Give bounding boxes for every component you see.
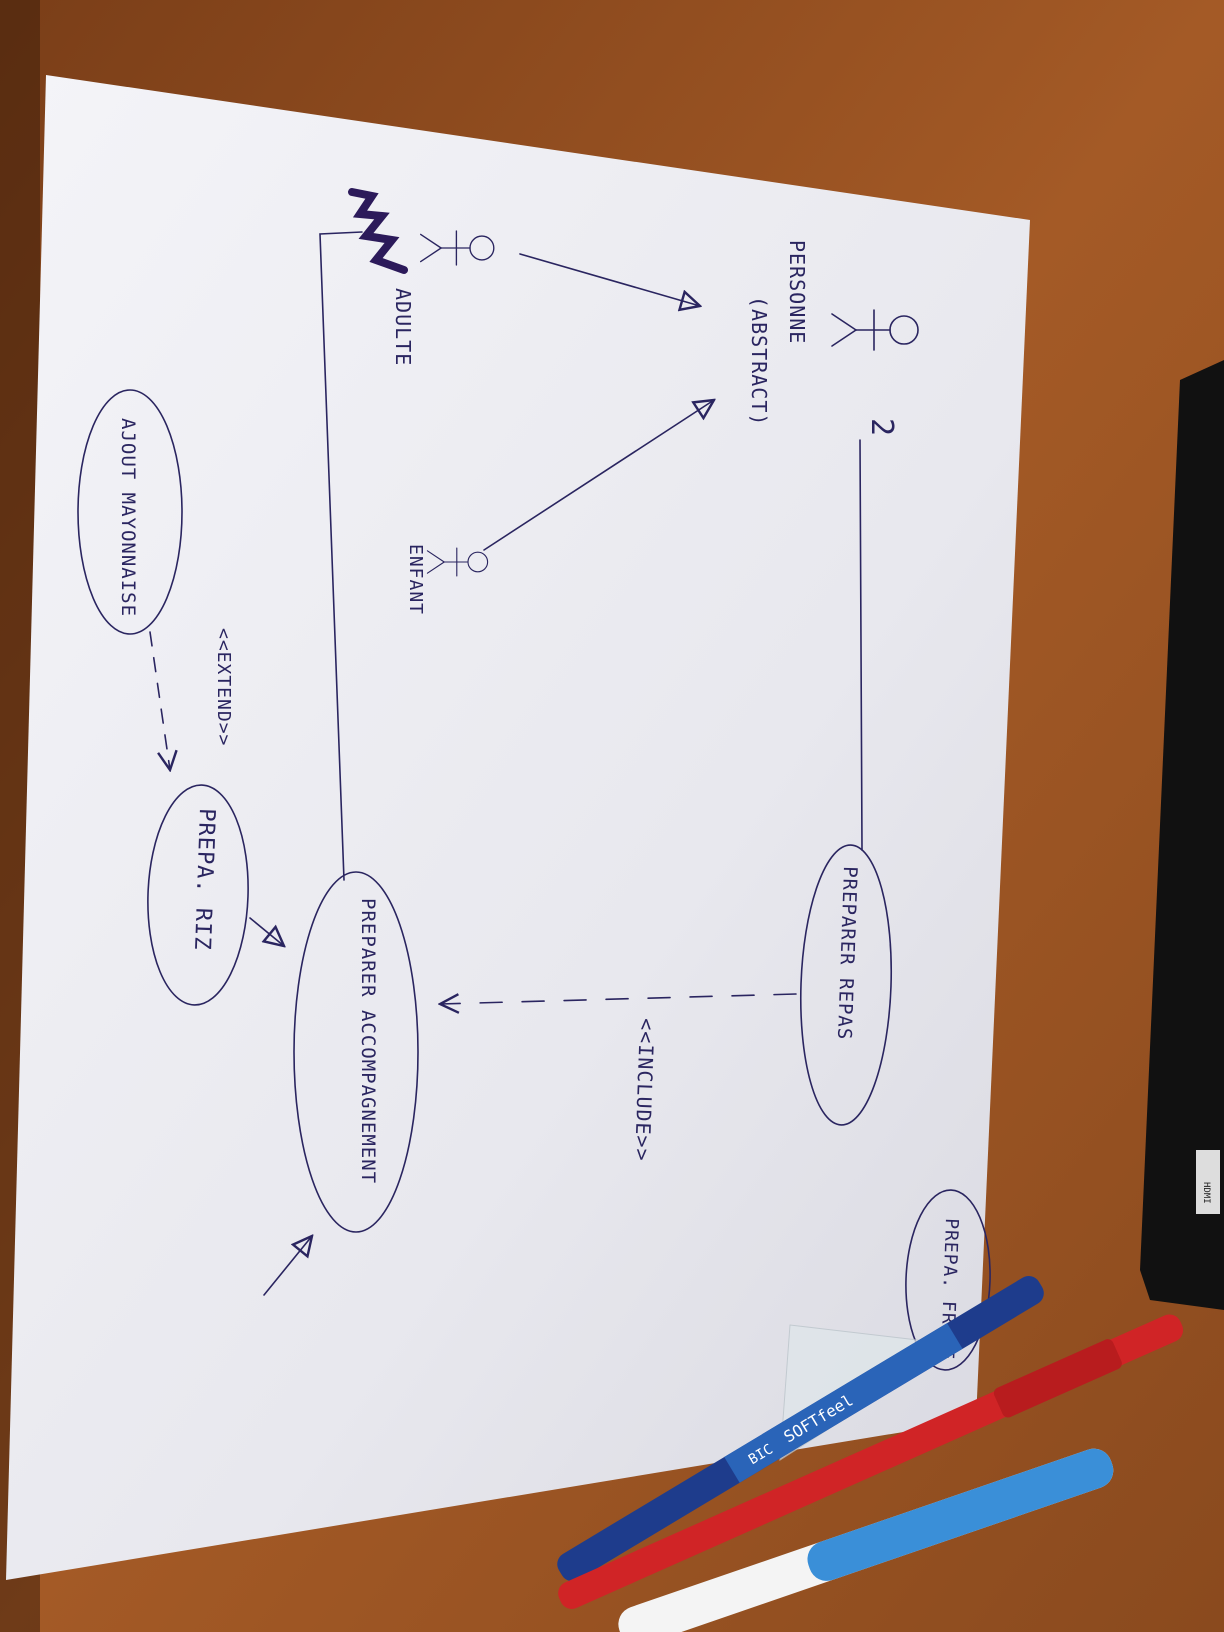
actor-enfant-label: ENFANT <box>405 544 426 615</box>
generalization-enfant-personne <box>483 400 714 551</box>
include-arrow <box>440 994 797 1004</box>
actor-adulte-label: ADULTE <box>391 288 415 366</box>
actor-personne-abstract-label: (ABSTRACT) <box>747 296 771 426</box>
generalization-riz-accompagnement <box>249 917 284 946</box>
laptop-edge: HDMI <box>1140 360 1224 1310</box>
usecase-prepa-riz-shape <box>147 784 249 1006</box>
generalization-frite-accompagnement <box>263 1236 312 1296</box>
association-personne-repas <box>859 439 863 851</box>
stereotype-extend-label: <<EXTEND>> <box>213 628 234 746</box>
stereotype-include-label: <<INCLUDE>> <box>630 1018 659 1162</box>
association-adulte-accompagnement <box>319 231 363 881</box>
usecase-prepa-frite-shape <box>905 1189 991 1371</box>
usecase-preparer-repas-shape <box>799 844 893 1126</box>
pens: BIC SOFTfeel <box>557 1276 1184 1632</box>
actor-enfant <box>426 547 489 577</box>
usecase-prepa-riz-label: PREPA. RIZ <box>189 808 219 951</box>
multiplicity-label: 2 <box>864 418 899 437</box>
pen-red <box>558 1314 1184 1609</box>
actor-personne-label: PERSONNE <box>785 240 809 344</box>
extend-arrow <box>149 631 170 770</box>
hdmi-label: HDMI <box>1201 1182 1211 1204</box>
usecase-ajout-mayonnaise-shape <box>77 389 183 635</box>
paper-sheet <box>6 75 1030 1580</box>
use-case-diagram <box>77 188 991 1371</box>
usecase-preparer-accompagnement-label: PREPARER ACCOMPAGNEMENT <box>357 898 379 1184</box>
usecase-preparer-accompagnement-shape <box>293 871 419 1233</box>
actor-adulte <box>420 230 495 266</box>
pen-light-blue <box>618 1448 1114 1632</box>
usecase-ajout-mayonnaise-label: AJOUT MAYONNAISE <box>117 418 139 617</box>
generalization-adulte-personne <box>519 253 700 306</box>
scribble-mark <box>348 188 408 274</box>
actor-personne <box>831 309 919 351</box>
